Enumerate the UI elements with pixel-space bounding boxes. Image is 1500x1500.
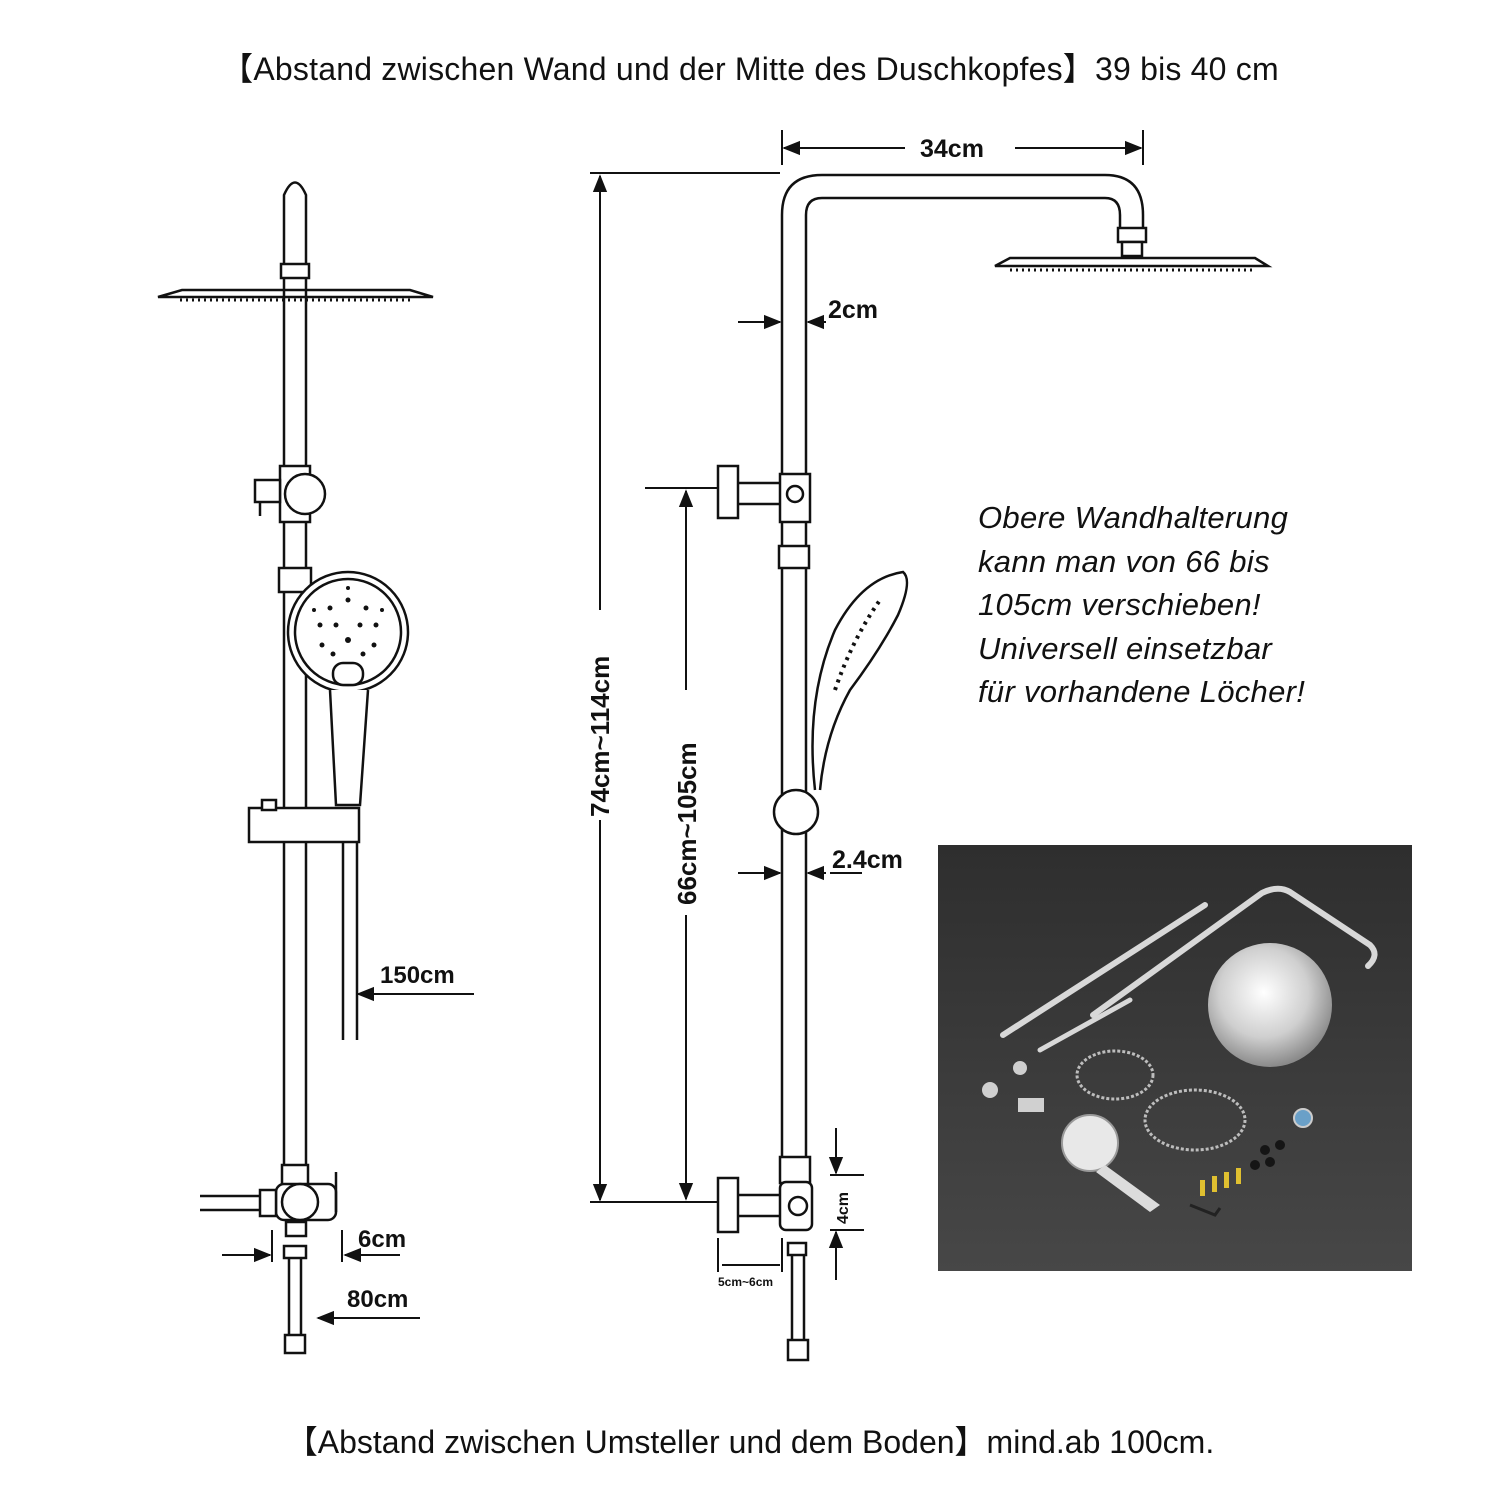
label-pipe-lower: 2.4cm <box>832 846 903 874</box>
label-hose-length: 150cm <box>380 962 455 989</box>
handshower-nozzles <box>312 586 384 657</box>
bottom-caption: 【Abstand zwischen Umsteller und dem Bode… <box>285 1424 1215 1460</box>
label-bracket-range: 66cm~105cm <box>672 742 702 905</box>
mounting-note: Obere Wandhalterung kann man von 66 bis … <box>978 496 1305 714</box>
front-view-shower <box>157 181 434 1355</box>
label-diverter-depth: 6cm <box>358 1226 406 1253</box>
label-arm-length: 34cm <box>920 135 984 163</box>
note-line: 105cm verschieben! <box>978 587 1261 622</box>
note-line: für vorhandene Löcher! <box>978 674 1306 709</box>
note-line: Universell einsetzbar <box>978 630 1273 666</box>
label-total-height: 74cm~114cm <box>585 656 615 817</box>
note-line: Obere Wandhalterung <box>978 500 1289 535</box>
side-dimension-lines <box>590 130 1144 1280</box>
front-dimension-lines <box>222 986 474 1326</box>
product-photo <box>938 845 1412 1271</box>
label-wall-offset: 5cm~6cm <box>718 1275 773 1289</box>
label-pipe-upper: 2cm <box>828 296 878 324</box>
top-caption: 【Abstand zwischen Wand und der Mitte des… <box>221 51 1279 87</box>
label-diverter-height: 4cm <box>835 1192 852 1224</box>
note-line: kann man von 66 bis <box>978 543 1270 579</box>
side-view-shower <box>716 173 1273 1362</box>
label-connector-hose: 80cm <box>347 1286 408 1313</box>
